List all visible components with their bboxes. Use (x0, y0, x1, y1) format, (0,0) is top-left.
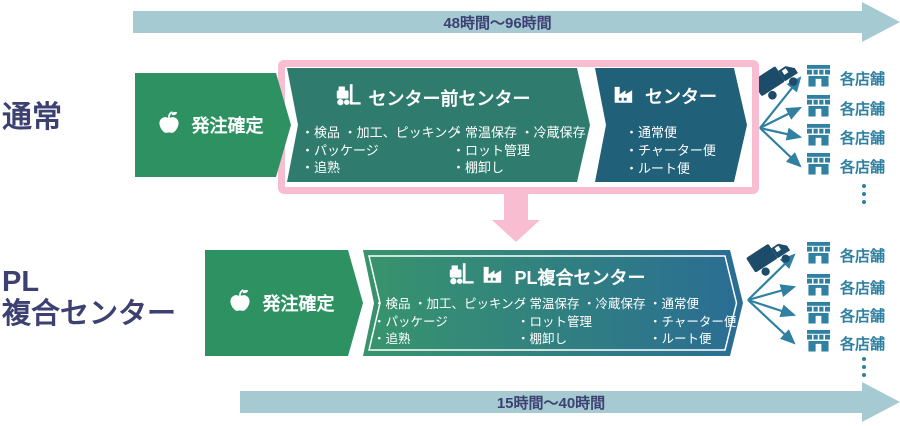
row2-label-line1: PL (2, 266, 40, 298)
bullet-line: ・パッケージ (373, 314, 448, 329)
store-label: 各店舗 (840, 100, 886, 118)
row1-center-title-row: センター (595, 83, 735, 109)
bullet-line: ・常温保存 ・冷蔵保存 (452, 125, 586, 140)
row1-pre-center-title: センター前センター (368, 88, 531, 109)
factory-icon (482, 264, 507, 289)
store-label: 各店舗 (840, 335, 886, 353)
store-icon (806, 94, 831, 122)
ellipsis-dots (862, 184, 866, 204)
top-duration-label: 48時間〜96時間 (443, 14, 552, 32)
row1-pre-center-box: センター前センター ・検品 ・加工、ピッキング ・パッケージ ・追熟 ・常温保存… (287, 68, 590, 182)
forklift-icon (448, 262, 475, 291)
row2-label: PL 複合センター (2, 266, 176, 331)
top-duration-arrow (133, 11, 862, 33)
row2-combined-box: PL複合センター ・検品 ・加工、ピッキング ・パッケージ ・追熟 ・常温保存 … (363, 250, 743, 356)
store-icon (806, 273, 831, 301)
bullet-line: ・ロット管理 (452, 142, 531, 158)
store-label: 各店舗 (840, 158, 886, 176)
store-label: 各店舗 (840, 279, 886, 297)
row2-order-label: 発注確定 (262, 294, 335, 314)
row2-store-3: 各店舗 (806, 301, 886, 329)
highlight-frame (278, 60, 759, 194)
row1-store-2: 各店舗 (806, 94, 886, 122)
row1-center-title: センター (645, 87, 717, 107)
row1-store-3: 各店舗 (806, 123, 886, 151)
bullet-line: ・通常便 (649, 297, 700, 311)
row2-combined-col3: ・通常便 ・チャーター便 ・ルート便 (649, 296, 736, 349)
store-label: 各店舗 (840, 307, 886, 325)
bullet-line: ・ルート便 (649, 332, 712, 347)
row1-fanout-arrows (759, 76, 803, 168)
store-icon (806, 301, 831, 329)
row1-store-1: 各店舗 (806, 64, 886, 92)
row2-combined-col1: ・検品 ・加工、ピッキング ・パッケージ ・追熟 (373, 296, 526, 349)
row2-order-box: 発注確定 (205, 250, 363, 356)
bullet-line: ・追熟 (373, 332, 411, 347)
bullet-line: ・検品 ・加工、ピッキング (301, 125, 461, 140)
bullet-line: ・チャーター便 (625, 143, 716, 158)
bullet-line: ・ロット管理 (517, 314, 593, 329)
row1-label: 通常 (2, 101, 62, 134)
store-icon (806, 241, 831, 269)
row2-combined-title-row: PL複合センター (363, 262, 731, 291)
apple-icon (155, 109, 183, 142)
bottom-duration-arrow (240, 391, 862, 413)
row1-pre-center-title-row: センター前センター (287, 83, 578, 112)
top-duration-arrowhead-icon (862, 2, 900, 42)
factory-icon (613, 84, 638, 109)
store-icon (806, 329, 831, 357)
store-label: 各店舗 (840, 129, 886, 147)
store-label: 各店舗 (840, 247, 886, 265)
forklift-icon (335, 83, 362, 112)
bullet-line: ・追熟 (301, 160, 341, 175)
bullet-line: ・パッケージ (301, 142, 379, 158)
bullet-line: ・通常便 (625, 125, 678, 140)
row1-pre-center-col1: ・検品 ・加工、ピッキング ・パッケージ ・追熟 (301, 124, 460, 177)
row2-combined-title: PL複合センター (514, 267, 646, 288)
row2-store-1: 各店舗 (806, 241, 886, 269)
row2-combined-col2: ・常温保存 ・冷蔵保存 ・ロット管理 ・棚卸し (517, 296, 645, 349)
store-icon (806, 64, 831, 92)
row2-label-line2: 複合センター (2, 298, 177, 331)
row1-center-box: センター ・通常便 ・チャーター便 ・ルート便 (595, 68, 747, 182)
bullet-line: ・ルート便 (625, 161, 691, 176)
bullet-line: ・チャーター便 (649, 314, 737, 329)
apple-icon (226, 287, 254, 320)
store-icon (806, 123, 831, 151)
row1-store-4: 各店舗 (806, 152, 886, 180)
row2-store-4: 各店舗 (806, 329, 886, 357)
row1-order-label: 発注確定 (191, 116, 264, 136)
bullet-line: ・常温保存 ・冷蔵保存 (517, 297, 646, 311)
row1-order-box: 発注確定 (135, 73, 291, 177)
down-arrow-head-icon (492, 220, 540, 242)
bullet-line: ・棚卸し (452, 160, 505, 175)
ellipsis-dots (862, 357, 866, 377)
down-arrow (504, 194, 528, 220)
bottom-duration-label: 15時間〜40時間 (496, 394, 606, 412)
bottom-duration-arrowhead-icon (862, 382, 900, 422)
row1-pre-center-col2: ・常温保存 ・冷蔵保存 ・ロット管理 ・棚卸し (452, 124, 586, 177)
store-icon (806, 152, 831, 180)
row1-center-col1: ・通常便 ・チャーター便 ・ルート便 (625, 124, 716, 178)
bullet-line: ・棚卸し (517, 332, 568, 347)
store-label: 各店舗 (840, 70, 886, 88)
bullet-line: ・検品 ・加工、ピッキング (373, 297, 527, 311)
row2-store-2: 各店舗 (806, 273, 886, 301)
